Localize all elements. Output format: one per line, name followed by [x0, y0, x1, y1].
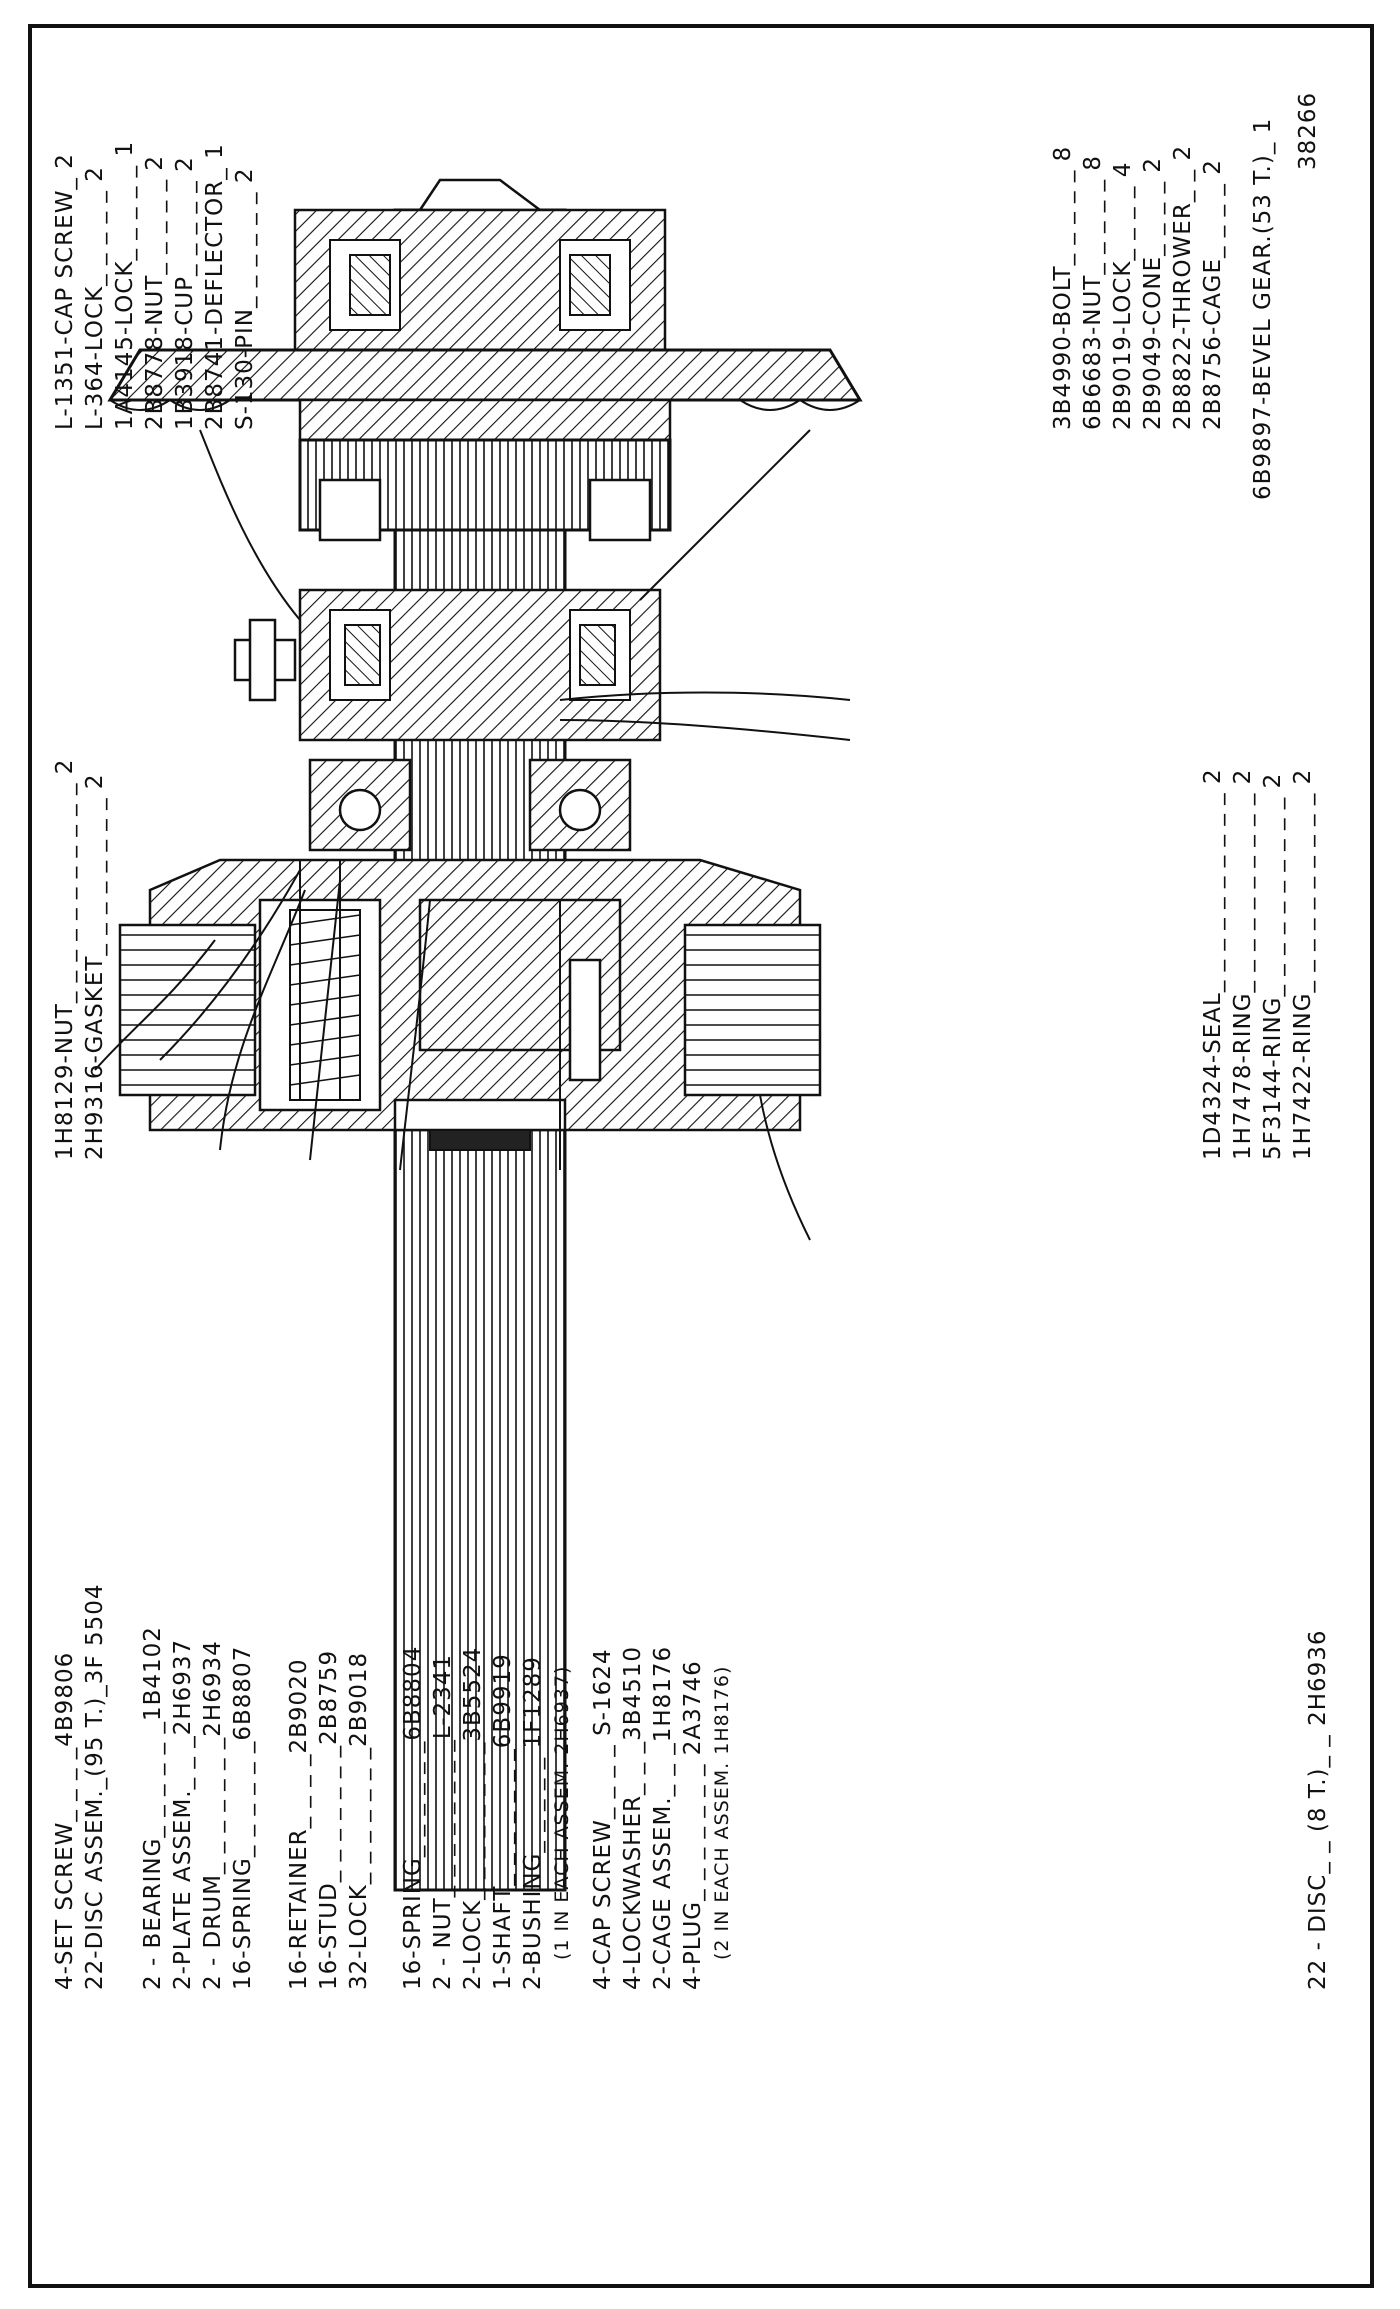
label-2b8741-deflector: 2B8741-DEFLECTOR_ 1: [202, 143, 228, 430]
clutch-spring: [289, 909, 361, 1101]
label-spring-6b8807: 16-SPRING_ _ _ _ _ _6B8807: [230, 1646, 256, 1990]
label-bushing-note: (1 IN EACH ASSEM. 2H6937): [551, 1666, 573, 1960]
label-2b9019-lock: 2B9019-LOCK_ _ _ _ 4: [1110, 162, 1136, 430]
label-plug: 4-PLUG_ _ _ _ _ _ _ 2A3746: [680, 1660, 706, 1990]
label-cap-screw: 4-CAP SCREW_ _ _ _ S-1624: [590, 1649, 616, 1991]
label-plug-note: (2 IN EACH ASSEM. 1H8176): [711, 1666, 733, 1960]
upper-roller-bearing-right: [569, 254, 611, 316]
top-right-labels-group: 3B4990-BOLT_ _ _ _ _ 8 6B6683-NUT_ _ _ _…: [1050, 92, 1321, 500]
label-1a4145-lock: 1A4145-LOCK_ _ _ _ _ 1: [112, 141, 138, 430]
label-3b4990-bolt: 3B4990-BOLT_ _ _ _ _ 8: [1050, 146, 1076, 430]
label-1b3918-cup: 1B3918-CUP_ _ _ _ _ 2: [172, 156, 198, 430]
label-6b6683-nut: 6B6683-NUT_ _ _ _ _ 8: [1080, 155, 1106, 430]
label-2b8756-cage: 2B8756-CAGE_ _ _ _ 2: [1200, 159, 1226, 430]
label-6b9897-bevel-gear: 6B9897-BEVEL GEAR.(53 T.)_ 1: [1250, 118, 1276, 500]
label-1d4324-seal: 1D4324-SEAL_ _ _ _ _ _ _ _ _ _ 2: [1200, 768, 1226, 1160]
label-5f3144-ring: 5F3144-RING_ _ _ _ _ _ _ _ _ _ 2: [1260, 773, 1286, 1160]
label-1h8129-nut: 1H8129-NUT_ _ _ _ _ _ _ _ _ _ _ 2: [52, 759, 78, 1160]
label-1h7422-ring: 1H7422-RING_ _ _ _ _ _ _ _ _ _ 2: [1290, 769, 1316, 1160]
mid-left-labels-group: 1H8129-NUT_ _ _ _ _ _ _ _ _ _ _ 2 2H9316…: [52, 759, 108, 1160]
label-stud: 16-STUD_ _ _ _ _ _ _2B8759: [316, 1650, 342, 1990]
label-spring-6b8804: 16-SPRING_ _ _ _ _ _6B8804: [400, 1646, 426, 1990]
label-plate-assem: 2-PLATE ASSEM._ _ _2H6937: [170, 1639, 196, 1990]
cap-screw: [568, 958, 602, 1082]
label-l364-lock: L-364-LOCK_ _ _ _ _ 2: [82, 166, 108, 430]
label-disc-assem: 22-DISC ASSEM._(95 T.)_3F 5504: [82, 1583, 108, 1990]
label-lockwasher: 4-LOCKWASHER_ _ _3B4510: [620, 1646, 646, 1990]
label-bearing: 2 - BEARING_ _ _ _ _ _1B4102: [140, 1626, 166, 1990]
top-left-labels-group: L-1351-CAP SCREW_ 2 L-364-LOCK_ _ _ _ _ …: [52, 141, 258, 430]
ball-right: [558, 788, 602, 832]
label-retainer: 16-RETAINER_ _ _ _2B9020: [286, 1659, 312, 1990]
label-1h7478-ring: 1H7478-RING_ _ _ _ _ _ _ _ _ _ 2: [1230, 769, 1256, 1160]
shaft-lock: [429, 1129, 531, 1151]
left-labels-group: 4-SET SCREW_ _ _ _4B9806 22-DISC ASSEM._…: [52, 1583, 1331, 1990]
label-2b9049-cone: 2B9049-CONE_ _ _ _ 2: [1140, 157, 1166, 430]
label-l1351-cap-screw: L-1351-CAP SCREW_ 2: [52, 153, 78, 430]
clutch-assembly-illustration: [107, 178, 863, 1892]
ball-left: [338, 788, 382, 832]
drawing-number: 38266: [1295, 92, 1321, 170]
disc-pack-right: [683, 923, 822, 1097]
label-cage-assem: 2-CAGE ASSEM._ _ _1H8176: [650, 1646, 676, 1990]
middle-roller-bearing-left: [344, 624, 381, 686]
middle-roller-bearing-right: [579, 624, 616, 686]
label-nut: 2 - NUT_ _ _ _ _ _ _ _L-2341: [430, 1654, 456, 1990]
label-lock-2b9018: 32-LOCK_ _ _ _ _ _ _2B9018: [346, 1652, 372, 1990]
leader-lines: [94, 429, 851, 1241]
label-s130-pin: S-130-PIN_ _ _ _ _ _ 2: [232, 168, 258, 430]
label-set-screw: 4-SET SCREW_ _ _ _4B9806: [52, 1652, 78, 1990]
flange-bolt-left: [318, 478, 382, 542]
label-disc-8t: 22 - DISC_ _ (8 T.)_ _ 2H6936: [1305, 1629, 1331, 1990]
mid-right-labels-group: 1D4324-SEAL_ _ _ _ _ _ _ _ _ _ 2 1H7478-…: [1200, 768, 1316, 1160]
flange-bolt-right: [588, 478, 652, 542]
disc-pack-left: [118, 923, 257, 1097]
shaft-nut: [393, 1098, 567, 1132]
label-2h9316-gasket: 2H9316-GASKET_ _ _ _ _ _ _ _ 2: [82, 773, 108, 1160]
label-lock-3b5524: 2-LOCK_ _ _ _ _ _ _ _3B5524: [460, 1647, 486, 1990]
upper-roller-bearing-left: [349, 254, 391, 316]
label-2b8778-nut: 2B8778-NUT_ _ _ _ _ 2: [142, 155, 168, 430]
label-drum: 2 - DRUM_ _ _ _ _ _ _2H6934: [200, 1640, 226, 1990]
label-shaft: 1-SHAFT_ _ _ _ _ _ _6B9919: [490, 1653, 516, 1990]
shaft-tip: [417, 178, 544, 212]
label-2b8822-thrower: 2B8822-THROWER_ _ 2: [1170, 145, 1196, 430]
label-bushing: 2-BUSHING_ _ _ _ _ 1F1289: [520, 1656, 546, 1990]
